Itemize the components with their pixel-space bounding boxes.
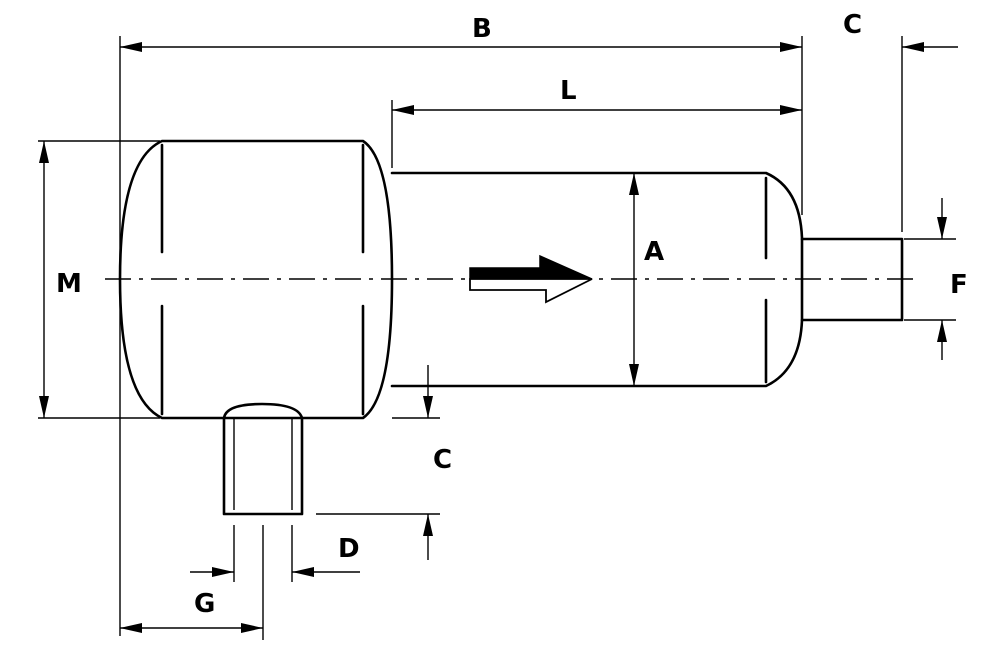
- dimension-b: [120, 42, 802, 52]
- dimension-c-outlet: [902, 42, 958, 52]
- label-l: L: [560, 76, 577, 106]
- small-cylinder-body: [390, 171, 804, 388]
- label-b: B: [472, 14, 492, 44]
- dimension-c-inlet: [423, 365, 433, 560]
- inlet-pipe: [222, 402, 304, 516]
- label-a: A: [644, 237, 664, 267]
- dimension-m: [39, 141, 49, 418]
- label-m: M: [56, 269, 82, 299]
- outlet-pipe: [800, 237, 904, 322]
- dimension-l: [392, 105, 802, 115]
- label-d: D: [338, 534, 360, 564]
- label-g: G: [194, 589, 215, 619]
- dimension-d: [190, 567, 360, 577]
- label-c-inlet: C: [433, 445, 452, 475]
- dimension-g: [120, 623, 263, 633]
- label-c-outlet: C: [843, 10, 862, 40]
- dimension-a: [629, 173, 639, 386]
- dimension-f: [937, 198, 947, 360]
- large-drum-body: [118, 139, 394, 420]
- label-f: F: [950, 270, 968, 300]
- flow-arrow-icon: [469, 254, 593, 304]
